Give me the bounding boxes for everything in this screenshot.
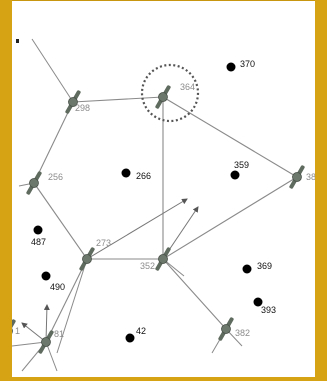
arrows	[21, 198, 199, 343]
black-dot-icon	[226, 62, 236, 72]
node-81[interactable]: 81	[36, 328, 64, 355]
satellite-node-icon	[38, 330, 54, 354]
dot-label: 359	[234, 160, 249, 170]
node-352[interactable]: 352	[140, 245, 173, 272]
satellite-node-icon	[26, 171, 42, 195]
node-hub	[41, 337, 51, 347]
selection-ring	[140, 63, 200, 123]
dot-label: 266	[136, 171, 151, 181]
black-dot-icon	[253, 297, 263, 307]
link-n298-n364	[72, 96, 164, 103]
dot-label: 487	[31, 237, 46, 247]
direction-arrow	[86, 198, 188, 260]
node-hub	[82, 254, 92, 264]
black-dot-icon	[230, 170, 240, 180]
satellite-node-icon	[155, 85, 171, 109]
node-label: 382	[235, 328, 250, 338]
link-n298-n256	[33, 101, 74, 184]
node-hub	[158, 254, 168, 264]
node-label: 256	[48, 172, 63, 182]
dot-369[interactable]: 369	[242, 261, 273, 274]
dot-490[interactable]: 490	[41, 271, 66, 293]
node-hub	[29, 178, 39, 188]
dot-label: 490	[50, 282, 65, 292]
node-label: 364	[180, 82, 195, 92]
dot-359[interactable]: 359	[230, 160, 250, 180]
satellite-node-icon	[218, 317, 234, 341]
link-n256-n273	[33, 182, 88, 260]
node-label: 1	[15, 326, 20, 336]
node-382[interactable]: 382	[216, 315, 250, 342]
dot-487[interactable]: 487	[31, 225, 46, 248]
stray-link	[12, 341, 47, 347]
node-label: 273	[96, 238, 111, 248]
satellite-node-icon	[289, 165, 305, 189]
network-diagram: 370 266 359 487 490 369 393 42 364 298 256 273 352 38…	[12, 38, 315, 372]
satellite-node-icon	[79, 247, 95, 271]
node-386[interactable]: 386	[287, 163, 315, 190]
node-label: 298	[75, 103, 90, 113]
black-dot-icon	[125, 333, 135, 343]
edge-mark	[16, 39, 19, 43]
diagram-frame: 370 266 359 487 490 369 393 42 364 298 256 273 352 38…	[12, 0, 315, 377]
dot-label: 42	[136, 326, 146, 336]
stray-link	[45, 341, 58, 372]
node-1[interactable]: 1	[12, 317, 20, 344]
link-n352-n386	[162, 176, 298, 260]
node-256[interactable]: 256	[24, 169, 63, 196]
dot-label: 393	[261, 305, 276, 315]
link-n352-n382	[162, 258, 227, 330]
link-n364-n386	[162, 96, 298, 178]
black-dot-icon	[242, 264, 252, 274]
node-273[interactable]: 273	[77, 238, 111, 273]
black-dot-icon	[41, 271, 51, 281]
links	[33, 96, 298, 343]
node-hub	[292, 172, 302, 182]
node-label: 386	[306, 172, 315, 182]
link-n273-n81	[45, 258, 88, 343]
stray-link	[31, 38, 74, 103]
stray-link	[56, 258, 88, 354]
dot-266[interactable]: 266	[121, 168, 152, 182]
dots: 370 266 359 487 490 369 393 42	[31, 59, 276, 343]
direction-arrow	[43, 304, 50, 343]
direction-arrow	[21, 322, 47, 343]
node-hub	[158, 92, 168, 102]
satellite-node-icon	[65, 90, 81, 114]
dot-label: 370	[240, 59, 255, 69]
dot-label: 369	[257, 261, 272, 271]
node-label: 81	[54, 329, 64, 339]
node-298[interactable]: 298	[63, 88, 90, 115]
dot-393[interactable]: 393	[253, 297, 277, 316]
dot-370[interactable]: 370	[226, 59, 256, 72]
black-dot-icon	[121, 168, 131, 178]
node-label: 352	[140, 261, 155, 271]
black-dot-icon	[33, 225, 43, 235]
node-364[interactable]: 364	[140, 63, 200, 123]
nodes: 364 298 256 273 352 386 382 81 1	[12, 63, 315, 355]
satellite-node-icon	[155, 247, 171, 271]
node-hub	[68, 97, 78, 107]
node-hub	[221, 324, 231, 334]
dot-42[interactable]: 42	[125, 326, 147, 343]
